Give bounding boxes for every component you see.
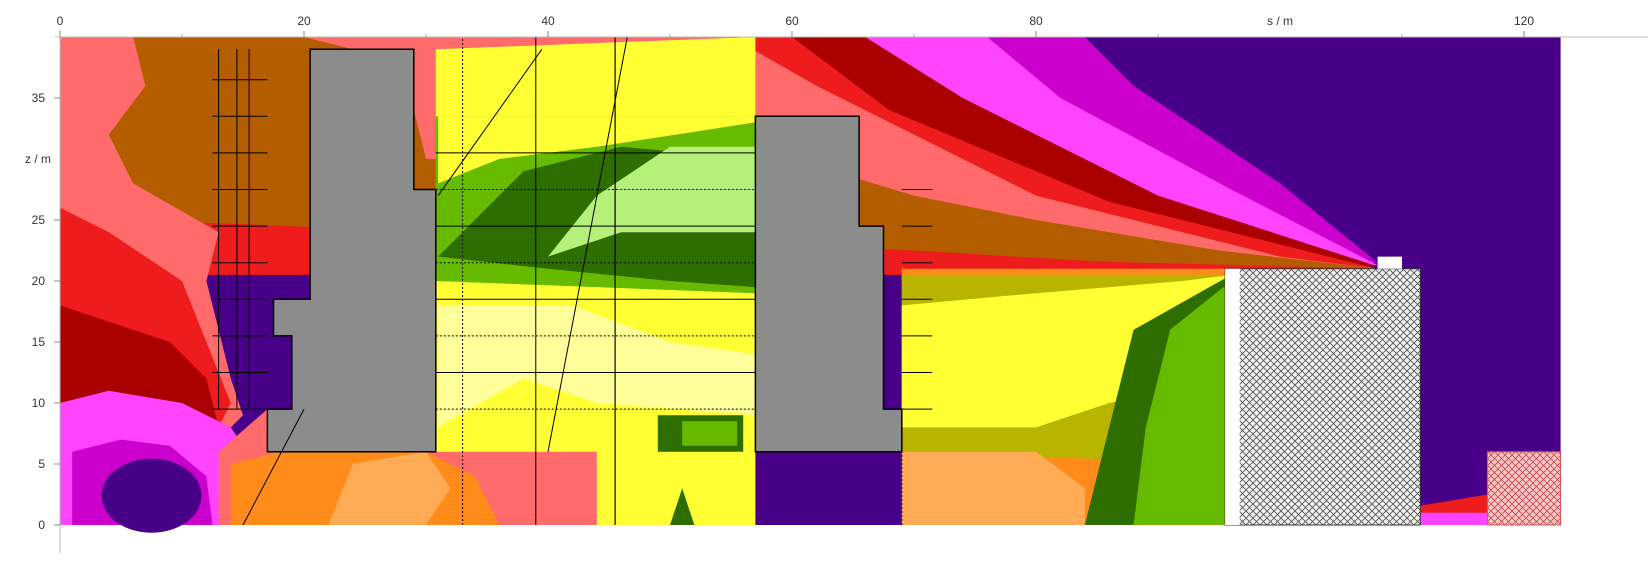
- ray-line-mid: [547, 37, 628, 452]
- ray-line-top: [437, 48, 543, 196]
- zone-gap-darkgreen-spike: [670, 488, 695, 525]
- y-tick-label: 25: [32, 213, 46, 227]
- x-axis-unit: s / m: [1267, 14, 1293, 28]
- axes: 0 20 40 60 80 120 s / m 0 5 10 15 20 25 35 z / m: [25, 14, 1648, 553]
- x-tick-label: 40: [541, 14, 555, 28]
- building-overlay: [212, 37, 1562, 526]
- x-tick-label: 20: [297, 14, 311, 28]
- ray-line-left: [242, 408, 305, 526]
- y-tick-label: 5: [38, 457, 45, 471]
- hatched-block-edge: [1225, 268, 1240, 525]
- zone-gap-lightgreen: [548, 146, 756, 257]
- zone-gap-yellow-cap: [435, 37, 756, 117]
- x-tick-label: 80: [1029, 14, 1043, 28]
- zone-far-right-pink: [1414, 512, 1500, 525]
- y-tick-label: 35: [32, 91, 46, 105]
- x-tick-label: 120: [1514, 14, 1534, 28]
- y-tick-label: 15: [32, 335, 46, 349]
- y-tick-label: 20: [32, 274, 46, 288]
- x-tick-label: 60: [785, 14, 799, 28]
- zone-right-lightorange: [901, 451, 1085, 525]
- zone-gap-yellow-top: [438, 116, 756, 184]
- hatched-block-cap: [1377, 256, 1402, 269]
- hatched-block-main: [1224, 268, 1421, 526]
- building-right: [754, 115, 903, 453]
- x-tick-label: 0: [57, 14, 64, 28]
- zone-right-green: [1133, 281, 1232, 525]
- zone-gap-green-low: [682, 421, 738, 446]
- zone-left-purple: [101, 458, 202, 533]
- zone-ground-lightorange: [328, 451, 451, 525]
- y-axis-unit: z / m: [25, 152, 51, 166]
- y-tick-label: 0: [38, 518, 45, 532]
- hatched-block-small: [1486, 451, 1562, 526]
- y-tick-label: 10: [32, 396, 46, 410]
